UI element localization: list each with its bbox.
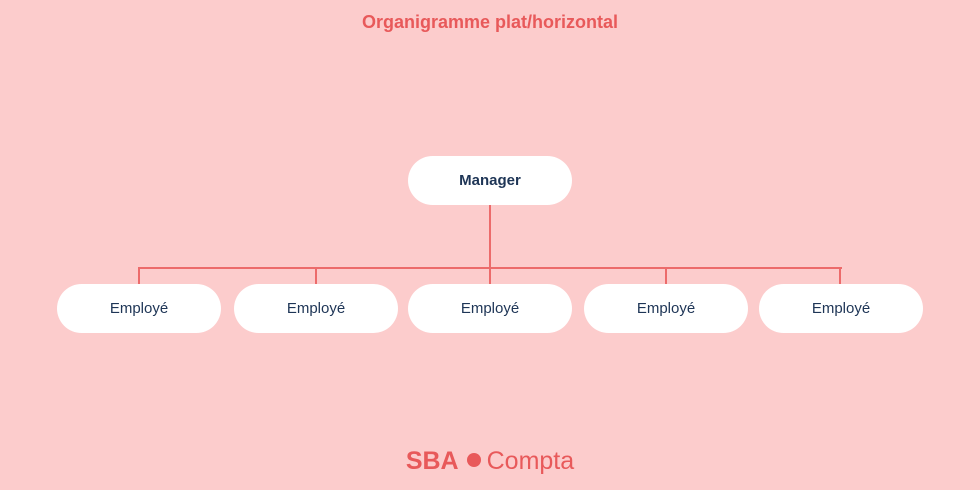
employee-node: Employé (408, 284, 572, 333)
connector-employee-3 (489, 267, 491, 285)
employee-node: Employé (759, 284, 923, 333)
diagram-title: Organigramme plat/horizontal (361, 12, 619, 32)
employee-label: Employé (109, 300, 169, 317)
product-name: Compta (486, 447, 575, 475)
manager-node: Manager (408, 156, 572, 205)
connector-manager-down (489, 205, 491, 269)
connector-employee-4 (665, 267, 667, 285)
employee-label: Employé (460, 300, 520, 317)
connector-employee-2 (315, 267, 317, 285)
employee-label: Employé (636, 300, 696, 317)
circle-icon (466, 453, 481, 468)
employee-node: Employé (584, 284, 748, 333)
connector-employee-5 (839, 267, 841, 285)
employee-node: Employé (57, 284, 221, 333)
footer-logo: SBA Compta (0, 447, 980, 476)
employee-label: Employé (811, 300, 871, 317)
brand-name: SBA (405, 447, 459, 475)
manager-label: Manager (459, 172, 521, 189)
employee-node: Employé (234, 284, 398, 333)
employee-label: Employé (286, 300, 346, 317)
connector-employee-1 (138, 267, 140, 285)
